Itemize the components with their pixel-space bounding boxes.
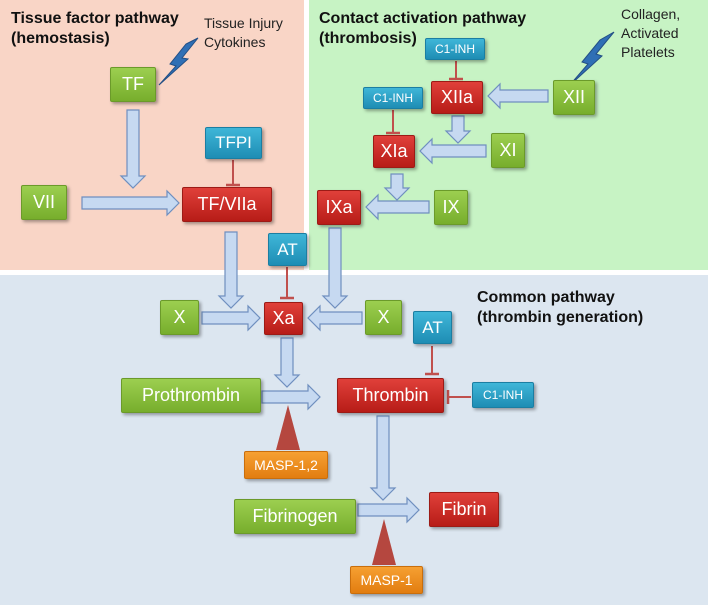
node-xia: XIa — [373, 135, 415, 168]
node-c1-inh-thrombin: C1-INH — [472, 382, 534, 408]
arrow-xa-to-conversion — [273, 337, 301, 388]
node-x-right: X — [365, 300, 402, 335]
tissue-pathway-title: Tissue factor pathway (hemostasis) — [11, 10, 179, 47]
arrow-ixa-to-xa — [321, 227, 349, 309]
node-xiia: XIIa — [431, 81, 483, 114]
node-c1-inh-xiia: C1-INH — [425, 38, 485, 60]
tissue-trigger-lightning-icon — [158, 37, 199, 86]
node-at-thrombin: AT — [413, 311, 452, 344]
contact-pathway-title: Contact activation pathway (thrombosis) — [319, 10, 527, 47]
inhibit-tfpi-tf-viia — [226, 160, 240, 187]
node-ix: IX — [434, 190, 468, 225]
arrow-tf-viia-to-xa — [217, 231, 245, 309]
arrow-xii-to-xiia — [487, 82, 549, 110]
inhibit-at-thrombin — [425, 346, 439, 376]
inhibit-c1-inh-thrombin — [446, 390, 471, 404]
arrow-xia-down — [383, 173, 411, 201]
inhibit-c1-inh-xiia — [449, 61, 463, 81]
common-pathway-title: Common pathway (thrombin generation) — [477, 289, 644, 326]
node-xii: XII — [553, 80, 595, 115]
inhibit-c1-inh-xia — [386, 110, 400, 135]
arrow-x-right-to-xa — [307, 304, 363, 332]
arrow-vii-to-tf-viia — [81, 189, 180, 217]
node-masp-1: MASP-1 — [350, 566, 423, 594]
node-tf-viia: TF/VIIa — [182, 187, 272, 222]
node-prothrombin: Prothrombin — [121, 378, 261, 413]
arrow-xi-to-xia — [419, 137, 487, 165]
node-tfpi: TFPI — [205, 127, 262, 159]
node-xi: XI — [491, 133, 525, 168]
arrow-fibrinogen-to-fibrin — [357, 496, 420, 524]
node-masp-1-2: MASP-1,2 — [244, 451, 328, 479]
common-pathway-region — [0, 275, 708, 605]
masp-1-2-activation-triangle-icon — [276, 405, 300, 450]
node-ixa: IXa — [317, 190, 361, 225]
arrow-thrombin-to-conversion — [369, 415, 397, 501]
node-at-xa: AT — [268, 233, 307, 266]
arrow-xiia-down — [444, 115, 472, 144]
node-tf: TF — [110, 67, 156, 102]
arrow-prothrombin-to-thrombin — [261, 383, 321, 411]
node-xa: Xa — [264, 302, 303, 335]
masp-1-activation-triangle-icon — [372, 519, 396, 565]
node-fibrin: Fibrin — [429, 492, 499, 527]
node-fibrinogen: Fibrinogen — [234, 499, 356, 534]
arrow-x-left-to-xa — [201, 304, 261, 332]
node-c1-inh-xia: C1-INH — [363, 87, 423, 109]
contact-trigger-label: Collagen, Activated Platelets — [621, 6, 681, 60]
arrow-tf-to-tf-viia — [119, 109, 147, 189]
contact-trigger-lightning-icon — [568, 31, 615, 87]
node-thrombin: Thrombin — [337, 378, 444, 413]
node-vii: VII — [21, 185, 67, 220]
inhibit-at-xa — [280, 267, 294, 300]
arrow-ix-to-ixa — [365, 193, 430, 221]
node-x-left: X — [160, 300, 199, 335]
tissue-trigger-label: Tissue Injury Cytokines — [204, 15, 283, 50]
